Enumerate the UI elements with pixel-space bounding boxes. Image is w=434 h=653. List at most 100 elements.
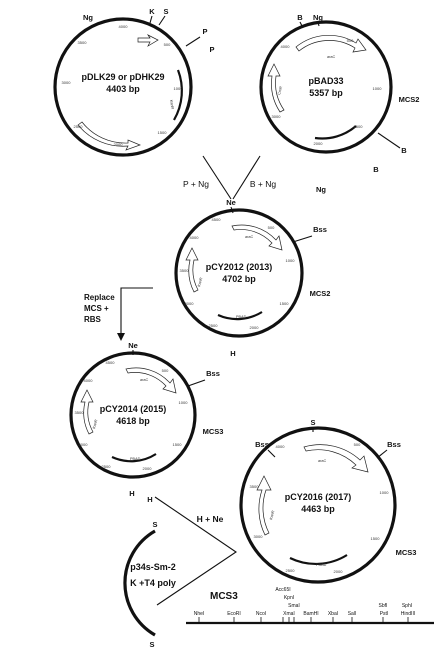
tick-label: 500 (354, 442, 361, 447)
site-tick (267, 449, 276, 458)
plasmid-size: 4618 bp (116, 416, 150, 426)
gene-arrow (77, 121, 141, 151)
enzyme-label: NheI (194, 611, 205, 617)
site-label: P (202, 27, 207, 36)
enzyme-label: BamHI (303, 611, 318, 617)
replace-label: RBS (84, 315, 102, 324)
tick-label: 3000 (254, 534, 264, 539)
site-tick (185, 36, 201, 47)
gene-arc (314, 125, 357, 140)
gene-label: araC (140, 378, 148, 382)
plasmid-name: pCY2012 (2013) (206, 262, 273, 272)
gene-arrow (231, 224, 283, 251)
site-label: Bss (255, 440, 269, 449)
site-label: MCS2 (310, 289, 331, 298)
site-label: Ng (313, 13, 323, 22)
enzyme-label: PstI (380, 611, 389, 617)
enzyme-label: SphI (402, 603, 412, 609)
gene-label: araC (327, 55, 335, 59)
gene-label: PBAD (236, 315, 247, 319)
fragment-name: p34s-Sm-2 (130, 562, 176, 572)
enzyme-label: EcoRI (227, 611, 241, 617)
gene-arrow (256, 475, 272, 536)
site-label: S (163, 7, 168, 16)
plasmid-pcy2012: araC KanR PBAD 500 1000 1500 2000 2500 3… (174, 198, 331, 358)
plasmid-size: 4403 bp (106, 84, 140, 94)
gene-label: araC (318, 459, 326, 463)
plasmid-pdlk29: KanR 4000 500 1000 1500 2000 2500 3000 3… (53, 7, 215, 157)
plasmid-name: pCY2014 (2015) (100, 404, 167, 414)
gene-arc (289, 554, 348, 565)
tick-label: 3500 (78, 40, 88, 45)
site-label: MCS3 (203, 427, 224, 436)
digest-label-left: P + Ng (183, 179, 209, 189)
tick-label: 2500 (286, 568, 296, 573)
gene-arrow (80, 389, 94, 435)
gene-arrow (185, 247, 199, 293)
replace-arrow-line (120, 287, 153, 336)
enzyme-label: SbfI (379, 603, 388, 609)
site-label: S (310, 418, 315, 427)
tick-label: 500 (268, 225, 275, 230)
plasmid-ring (53, 17, 193, 157)
enzyme-label: Acc65I (275, 587, 290, 593)
site-label: Bss (313, 225, 327, 234)
tick-label: 2500 (74, 124, 84, 129)
arrow-head (117, 333, 125, 341)
tick-label: 1000 (373, 86, 383, 91)
gene-label: PBAD (130, 457, 141, 461)
tick-label: 1000 (179, 400, 189, 405)
tick-label: 1500 (158, 130, 168, 135)
gene-arc (173, 69, 183, 121)
plasmid-pcy2016: araC KanR PBAD 500 1000 1500 2000 2500 3… (239, 418, 417, 584)
site-tick (377, 132, 401, 149)
gene-label: KanR (169, 99, 175, 109)
gene-label: araC (245, 235, 253, 239)
tick-label: 1500 (354, 124, 364, 129)
plasmid-ring (174, 208, 304, 338)
connector-line (232, 155, 261, 200)
tick-label: 2000 (114, 142, 124, 147)
tick-label: 500 (347, 38, 354, 43)
plasmid-size: 4702 bp (222, 274, 256, 284)
site-label: B (297, 13, 303, 22)
tick-label: 2000 (250, 325, 260, 330)
digest-label-right: B + Ng (250, 179, 276, 189)
plasmid-pbad33: araC CmR 500 1000 1500 2000 3000 4000 pB… (259, 13, 419, 194)
enzyme-label: SalI (348, 611, 357, 617)
mcs-title: MCS3 (210, 591, 238, 602)
mcs3-map: MCS3 NheI EcoRI NcoI Acc65I KpnI SmaI Xm… (186, 587, 434, 625)
site-label: Ng (83, 13, 93, 22)
plasmid-name: pDLK29 or pDHK29 (81, 72, 164, 82)
fragment-marker: K +T4 poly (130, 578, 176, 588)
gene-arc (111, 453, 157, 463)
tick-label: 3000 (79, 442, 89, 447)
site-label: B (401, 146, 407, 155)
site-label: MCS3 (396, 548, 417, 557)
site-label: B (373, 165, 379, 174)
site-tick (376, 449, 388, 459)
connector-line (202, 155, 232, 200)
enzyme-label: NcoI (256, 611, 266, 617)
site-label: Ng (316, 185, 326, 194)
digest-label: H + Ne (197, 514, 224, 524)
tick-label: 1500 (173, 442, 183, 447)
tick-label: 2500 (209, 323, 219, 328)
tick-label: 4000 (84, 378, 94, 383)
gene-arc (217, 311, 263, 321)
tick-label: 1000 (286, 258, 296, 263)
enzyme-label: KpnI (284, 595, 294, 601)
site-label: H (129, 489, 134, 498)
replace-label: MCS + (84, 304, 109, 313)
tick-label: 2000 (314, 141, 324, 146)
tick-label: 1500 (371, 536, 381, 541)
tick-label: 4500 (212, 217, 222, 222)
gene-label: CmR (277, 86, 283, 96)
enzyme-label: SmaI (288, 603, 300, 609)
tick-label: 1000 (380, 490, 390, 495)
plasmid-name: pCY2016 (2017) (285, 492, 352, 502)
tick-label: 2500 (102, 464, 112, 469)
fragment-p34s: S S H p34s-Sm-2 K +T4 poly (123, 495, 176, 649)
tick-label: 3500 (180, 268, 190, 273)
